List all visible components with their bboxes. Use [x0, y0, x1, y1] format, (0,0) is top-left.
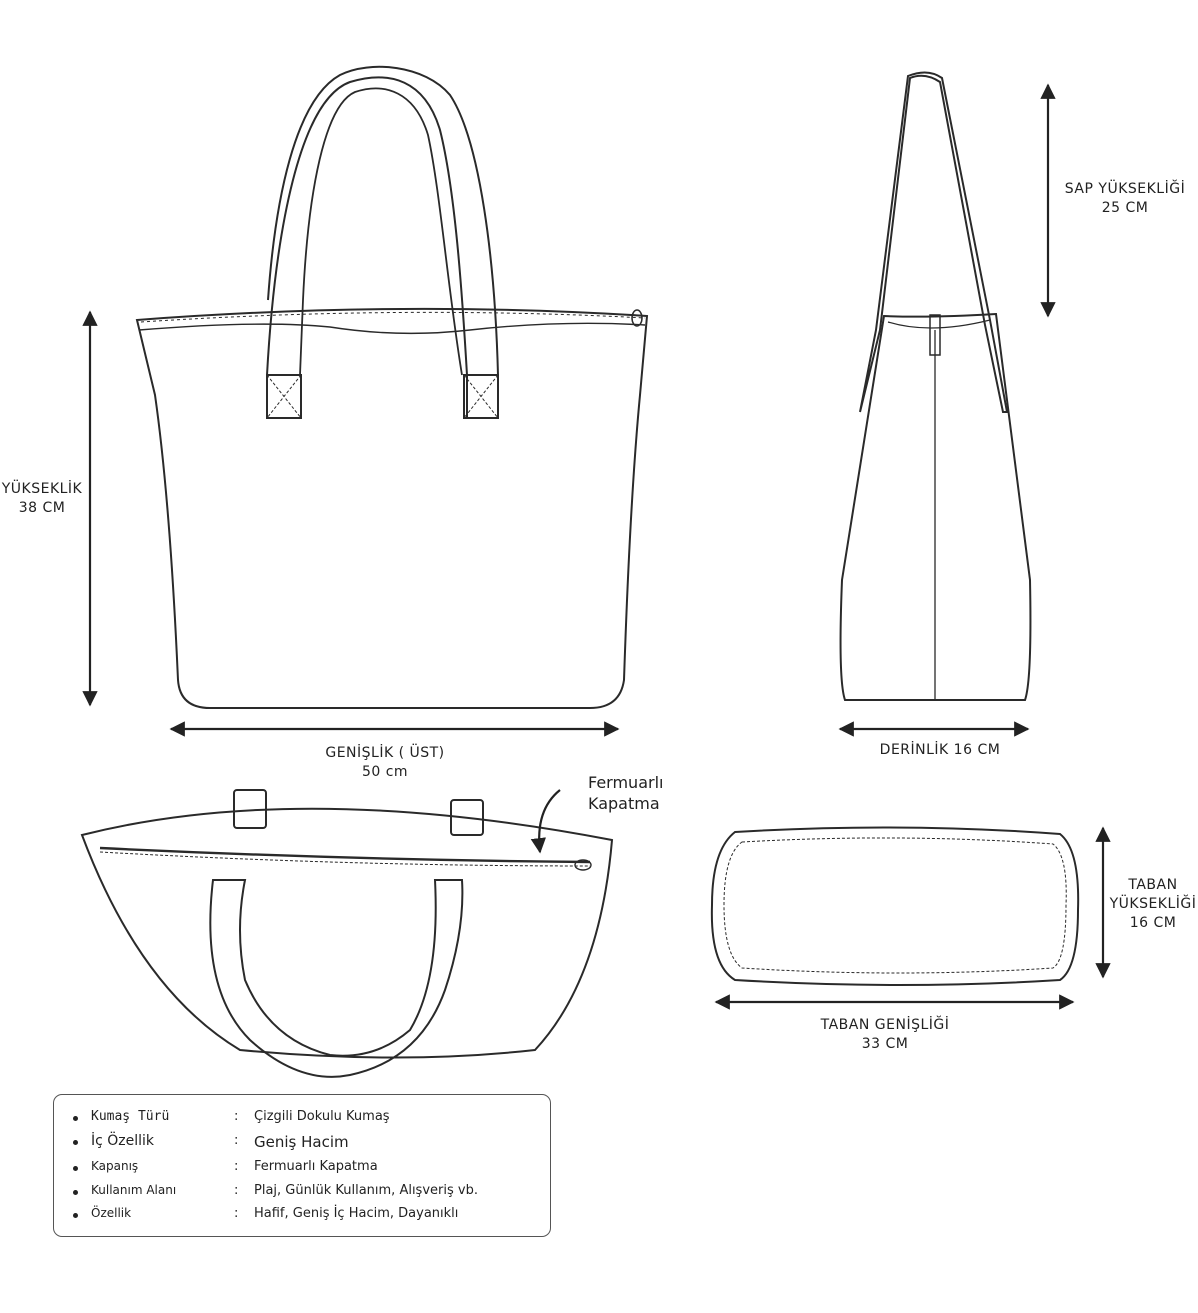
side-zipper-pull [929, 314, 941, 356]
front-view-bag [135, 65, 649, 709]
top-handle [209, 879, 464, 1078]
width-label: GENİŞLİK ( ÜST) 50 cm [325, 745, 445, 780]
base-height-label: TABAN YÜKSEKLİĞİ 16 CM [1109, 877, 1197, 931]
bullet-icon [73, 1166, 78, 1171]
front-handle-tab-right [463, 374, 499, 419]
bullet-icon [73, 1190, 78, 1195]
bullet-icon [73, 1140, 78, 1145]
bullet-icon [73, 1213, 78, 1218]
spec-table: Kumaş Türü : Çizgili Dokulu Kumaş İç Öze… [53, 1094, 551, 1237]
base-width-label: TABAN GENİŞLİĞİ 33 CM [820, 1017, 950, 1052]
base-view [710, 826, 1080, 986]
bullet-icon [73, 1116, 78, 1121]
side-view-bag [839, 71, 1032, 701]
top-body [80, 807, 614, 1059]
side-handle [859, 71, 1009, 413]
height-label: YÜKSEKLİK 38 CM [1, 481, 83, 516]
dimension-arrows [82, 83, 1111, 1010]
front-handle-tab-left [266, 374, 302, 419]
spec-row-feature: Özellik : Hafif, Geniş İç Hacim, Dayanık… [54, 1206, 550, 1228]
spec-row-fabric: Kumaş Türü : Çizgili Dokulu Kumaş [54, 1109, 550, 1131]
front-body [135, 307, 649, 709]
front-handle-left [266, 65, 499, 419]
zipper-callout-arrow [530, 789, 561, 854]
spec-row-interior: İç Özellik : Geniş Hacim [54, 1133, 550, 1155]
handle-height-label: SAP YÜKSEKLİĞİ 25 CM [1064, 181, 1186, 216]
spec-row-usage: Kullanım Alanı : Plaj, Günlük Kullanım, … [54, 1183, 550, 1205]
zipper-callout: Fermuarlı Kapatma [588, 773, 664, 813]
top-view-bag [80, 789, 614, 1078]
depth-label: DERİNLİK 16 CM [879, 742, 1001, 758]
spec-row-closure: Kapanış : Fermuarlı Kapatma [54, 1159, 550, 1181]
